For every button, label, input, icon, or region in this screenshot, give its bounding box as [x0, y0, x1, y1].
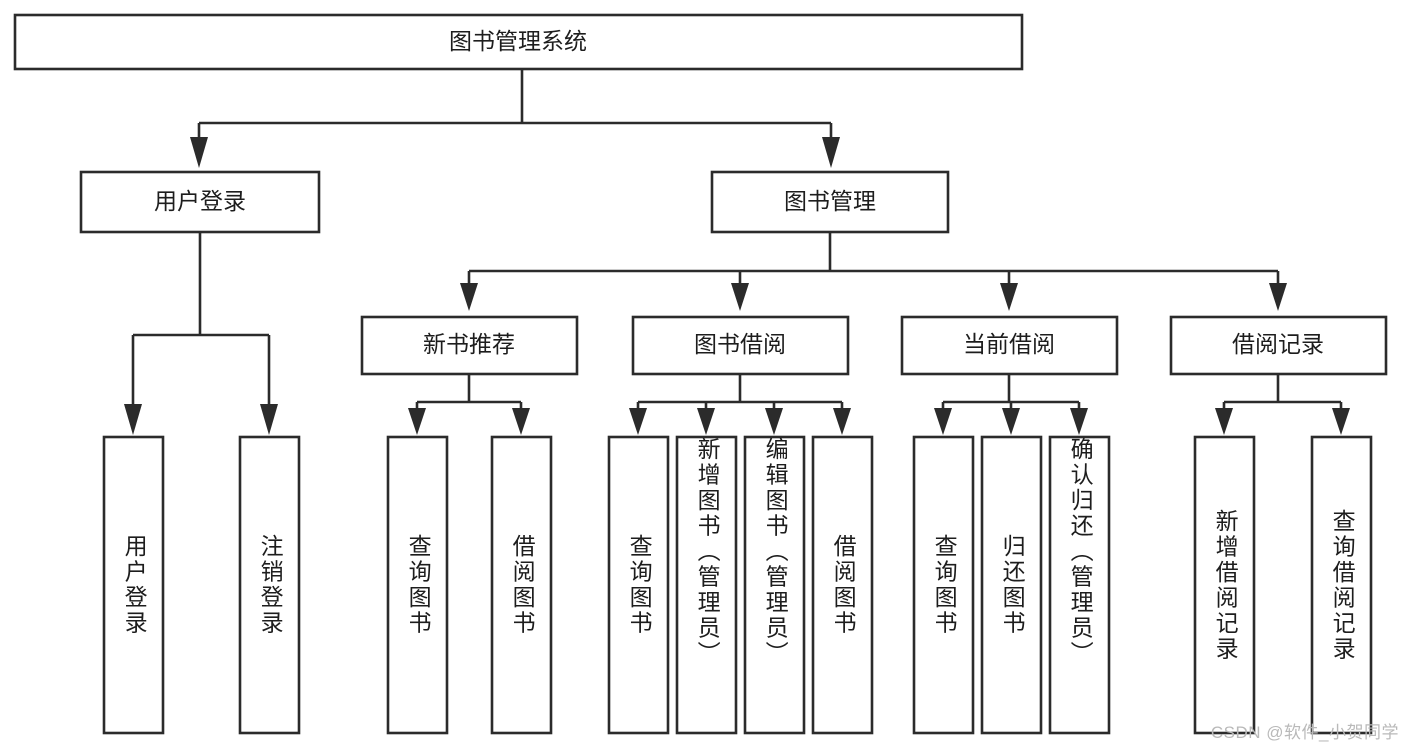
node-book-borrow[interactable]: 图书借阅 [631, 315, 850, 376]
arrow-head-icon [260, 404, 278, 435]
leaf-box-return-book[interactable] [980, 435, 1043, 735]
arrow-head-icon [1332, 408, 1350, 435]
new-book-recommend-label: 新书推荐 [423, 331, 515, 357]
leaf-box-query-borrow-record[interactable] [1310, 435, 1373, 735]
arrow-head-icon [765, 408, 783, 435]
arrow-head-icon [629, 408, 647, 435]
arrow-head-icon [1000, 283, 1018, 311]
connector-root-to-level2 [190, 69, 840, 168]
node-book-management[interactable]: 图书管理 [710, 170, 950, 234]
arrow-head-icon [731, 283, 749, 311]
arrow-head-icon [697, 408, 715, 435]
arrow-head-icon [833, 408, 851, 435]
connector-current-borrow-to-leaves [934, 374, 1088, 435]
arrow-head-icon [460, 283, 478, 311]
book-management-label: 图书管理 [784, 188, 876, 214]
arrow-head-icon [512, 408, 530, 435]
arrow-head-icon [1215, 408, 1233, 435]
arrow-head-icon [934, 408, 952, 435]
root-label: 图书管理系统 [449, 28, 587, 54]
leaf-box-add-book-admin[interactable] [675, 435, 738, 735]
leaf-box-query-book-borrow[interactable] [607, 435, 670, 735]
arrow-head-icon [190, 137, 208, 168]
leaf-box-logout[interactable] [238, 435, 301, 735]
connector-book-management-to-level3 [460, 232, 1287, 311]
connector-user-login-to-leaves [124, 232, 278, 435]
root-box[interactable] [13, 13, 1024, 71]
book-borrow-label: 图书借阅 [694, 331, 786, 357]
new-book-recommend-box[interactable] [360, 315, 579, 376]
leaf-box-add-borrow-record[interactable] [1193, 435, 1256, 735]
arrow-head-icon [1002, 408, 1020, 435]
node-root[interactable]: 图书管理系统 [13, 13, 1024, 71]
connector-book-borrow-to-leaves [629, 374, 851, 435]
arrow-head-icon [1269, 283, 1287, 311]
leaf-box-borrow-book[interactable] [811, 435, 874, 735]
arrow-head-icon [408, 408, 426, 435]
user-login-box[interactable] [79, 170, 321, 234]
connector-new-book-recommend-to-leaves [408, 374, 530, 435]
arrow-head-icon [1070, 408, 1088, 435]
current-borrow-box[interactable] [900, 315, 1119, 376]
connector-borrow-record-to-leaves [1215, 374, 1350, 435]
leaf-box-query-book-current[interactable] [912, 435, 975, 735]
arrow-head-icon [822, 137, 840, 168]
borrow-record-label: 借阅记录 [1232, 331, 1324, 357]
leaf-box-user-login[interactable] [102, 435, 165, 735]
node-borrow-record[interactable]: 借阅记录 [1169, 315, 1388, 376]
leaf-box-query-book-recommend[interactable] [386, 435, 449, 735]
leaf-box-confirm-return-admin[interactable] [1048, 435, 1111, 735]
node-new-book-recommend[interactable]: 新书推荐 [360, 315, 579, 376]
leaf-box-edit-book-admin[interactable] [743, 435, 806, 735]
csdn-watermark: CSDN @软件_小贺同学 [1210, 723, 1399, 742]
leaf-box-borrow-book-recommend[interactable] [490, 435, 553, 735]
arrow-head-icon [124, 404, 142, 435]
user-login-label: 用户登录 [154, 188, 246, 214]
node-current-borrow[interactable]: 当前借阅 [900, 315, 1119, 376]
node-user-login[interactable]: 用户登录 [79, 170, 321, 234]
current-borrow-label: 当前借阅 [963, 331, 1055, 357]
